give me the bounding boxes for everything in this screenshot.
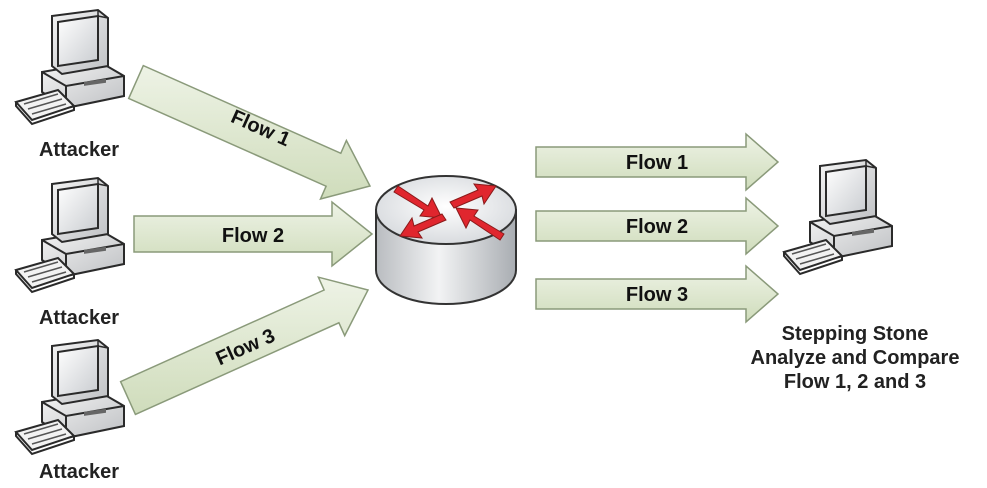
incoming-flow-label-2: Flow 2 bbox=[222, 225, 284, 247]
incoming-flow-arrow-1 bbox=[127, 64, 372, 201]
attacker-computer-icon-2 bbox=[15, 177, 125, 293]
stepping-stone-caption: Stepping Stone Analyze and Compare Flow … bbox=[730, 322, 980, 394]
outgoing-flow-arrow-1 bbox=[535, 132, 780, 192]
stepping-stone-computer-icon bbox=[783, 159, 893, 275]
incoming-flow-arrow-2 bbox=[133, 200, 374, 268]
stepping-stone-line3: Flow 1, 2 and 3 bbox=[783, 371, 927, 393]
attacker-label-2: Attacker bbox=[38, 307, 120, 329]
router-icon bbox=[375, 175, 517, 305]
attacker-computer-icon-3 bbox=[15, 339, 125, 455]
attacker-label-3: Attacker bbox=[38, 461, 120, 483]
incoming-flow-arrow-3 bbox=[119, 276, 370, 416]
outgoing-flow-label-2: Flow 2 bbox=[626, 216, 688, 238]
outgoing-flow-label-1: Flow 1 bbox=[626, 152, 688, 174]
attacker-computer-icon-1 bbox=[15, 9, 125, 125]
outgoing-flow-arrow-2 bbox=[535, 196, 780, 256]
outgoing-flow-label-3: Flow 3 bbox=[626, 284, 688, 306]
stepping-stone-line2: Analyze and Compare bbox=[750, 347, 960, 369]
attacker-label-1: Attacker bbox=[38, 139, 120, 161]
stepping-stone-title: Stepping Stone bbox=[781, 323, 929, 345]
outgoing-flow-arrow-3 bbox=[535, 264, 780, 324]
